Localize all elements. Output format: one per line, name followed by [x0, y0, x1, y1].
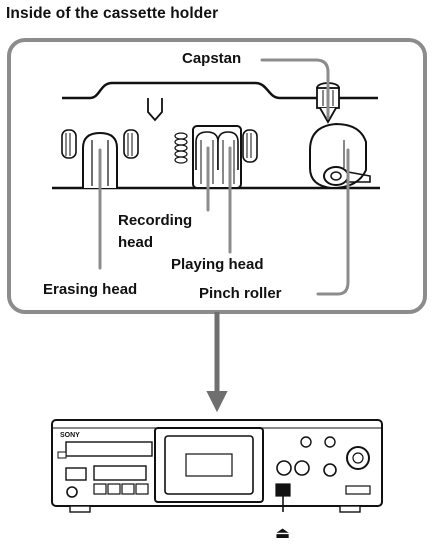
- down-arrow-head: [206, 391, 228, 413]
- diagram-title: Inside of the cassette holder: [6, 5, 219, 22]
- capstan-label: Capstan: [182, 50, 242, 67]
- capstan-callout-line: [260, 58, 330, 120]
- recording-head-label-line2: head: [118, 234, 154, 251]
- pinch-roller-label: Pinch roller: [199, 285, 282, 302]
- recording-head-label-line1: Recording: [118, 212, 193, 229]
- pinch-roller-callout-line: [316, 148, 350, 296]
- cassette-deck-graphic: [51, 419, 383, 513]
- deck-brand-label: SONY: [60, 432, 80, 439]
- tape-guide-top: [62, 81, 378, 100]
- guide-pointer: [147, 98, 163, 122]
- erasing-head-graphic: [61, 129, 139, 188]
- eject-symbol: ⏏: [275, 523, 290, 542]
- recording-playing-head-graphic: [174, 125, 258, 189]
- playing-head-label: Playing head: [171, 256, 264, 273]
- erasing-head-label: Erasing head: [43, 281, 138, 298]
